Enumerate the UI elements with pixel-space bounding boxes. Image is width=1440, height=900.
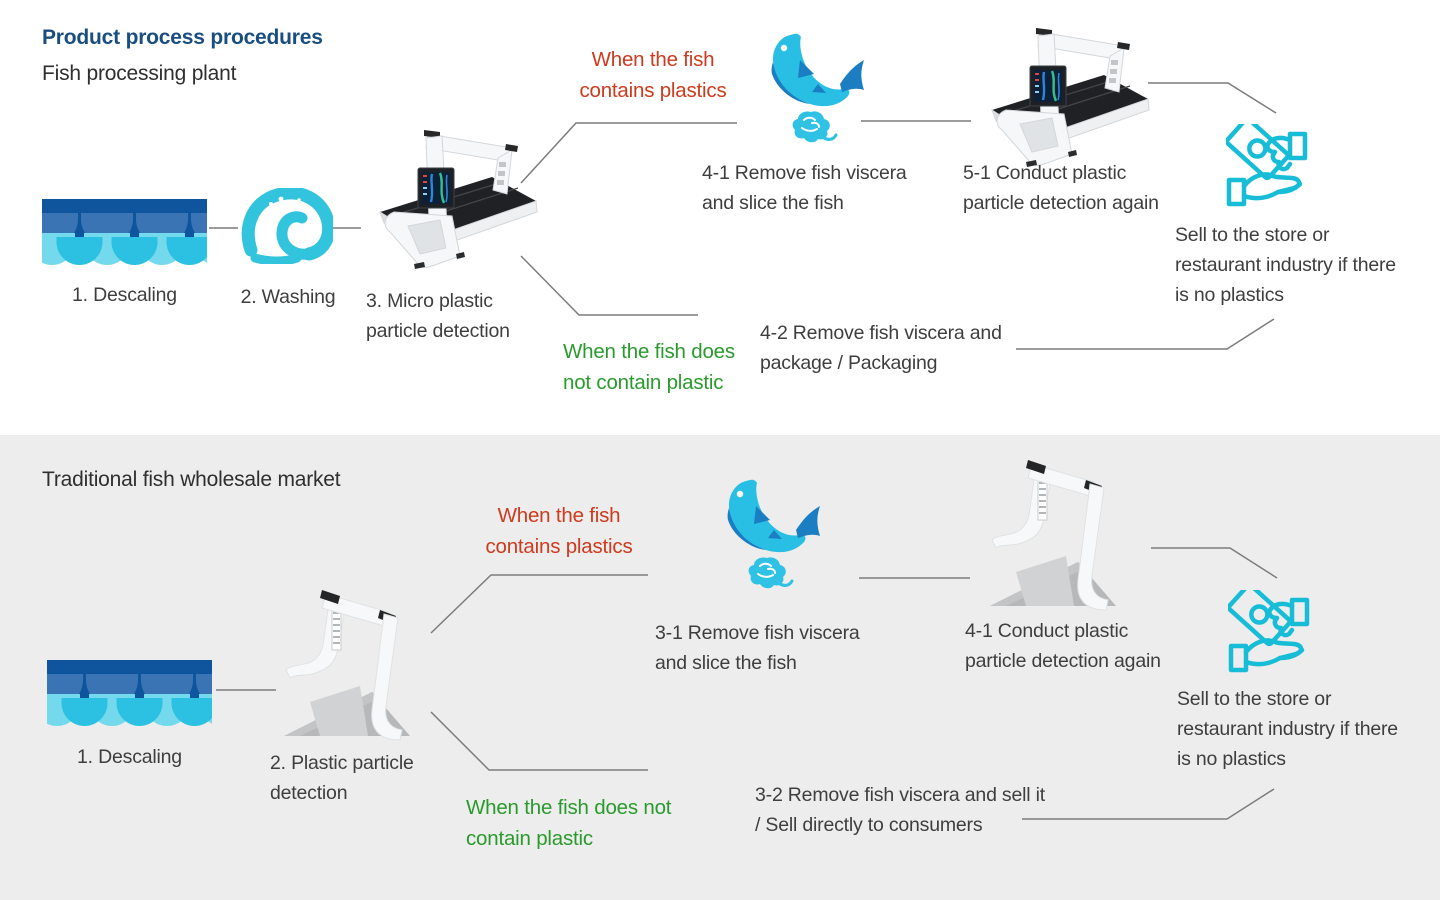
market-branch-no-plastic-label: When the fish does not contain plastic	[466, 796, 672, 850]
wave-icon	[241, 188, 333, 264]
conveyor-detector-icon	[972, 20, 1162, 172]
connector-redetect-sell	[1148, 82, 1277, 114]
fish-scales-icon	[47, 660, 212, 726]
stand-detector-icon	[982, 456, 1132, 618]
market-branch-contains-plastics-label: When the fish contains plastics	[485, 504, 633, 558]
market-step-32-label: 3-2 Remove fish viscera and sell it / Se…	[755, 784, 1045, 836]
conveyor-detector-icon	[360, 122, 550, 274]
page-title: Product process procedures	[42, 26, 323, 49]
fish-with-viscera-icon	[716, 478, 820, 594]
plant-step-washing-label: 2. Washing	[240, 286, 336, 308]
plant-step-41-label: 4-1 Remove fish viscera and slice the fi…	[702, 162, 907, 214]
hand-receiving-money-icon	[1226, 124, 1310, 214]
plant-step-42-label: 4-2 Remove fish viscera and package / Pa…	[760, 322, 1002, 374]
plant-branch-no-plastic-label: When the fish does not contain plastic	[563, 340, 735, 394]
market-step-detection-label: 2. Plastic particle detection	[270, 752, 414, 804]
market-sell-label: Sell to the store or restaurant industry…	[1177, 688, 1398, 770]
hand-receiving-money-icon	[1228, 590, 1312, 680]
plant-section-title: Fish processing plant	[42, 62, 237, 85]
plant-branch-contains-plastics-label: When the fish contains plastics	[579, 48, 727, 102]
market-section-background	[0, 435, 1440, 900]
fish-scales-icon	[42, 199, 207, 265]
stand-detector-icon	[276, 586, 426, 748]
plant-step-51-label: 5-1 Conduct plastic particle detection a…	[963, 162, 1159, 214]
fish-with-viscera-icon	[760, 32, 864, 148]
plant-sell-label: Sell to the store or restaurant industry…	[1175, 224, 1396, 306]
plant-step-detection-label: 3. Micro plastic particle detection	[366, 290, 510, 342]
connector-package-sell	[1016, 318, 1275, 350]
plant-step-descaling-label: 1. Descaling	[72, 284, 177, 306]
market-step-descaling-label: 1. Descaling	[77, 746, 182, 768]
market-step-41-label: 4-1 Conduct plastic particle detection a…	[965, 620, 1161, 672]
market-section-title: Traditional fish wholesale market	[42, 468, 341, 491]
market-step-31-label: 3-1 Remove fish viscera and slice the fi…	[655, 622, 860, 674]
